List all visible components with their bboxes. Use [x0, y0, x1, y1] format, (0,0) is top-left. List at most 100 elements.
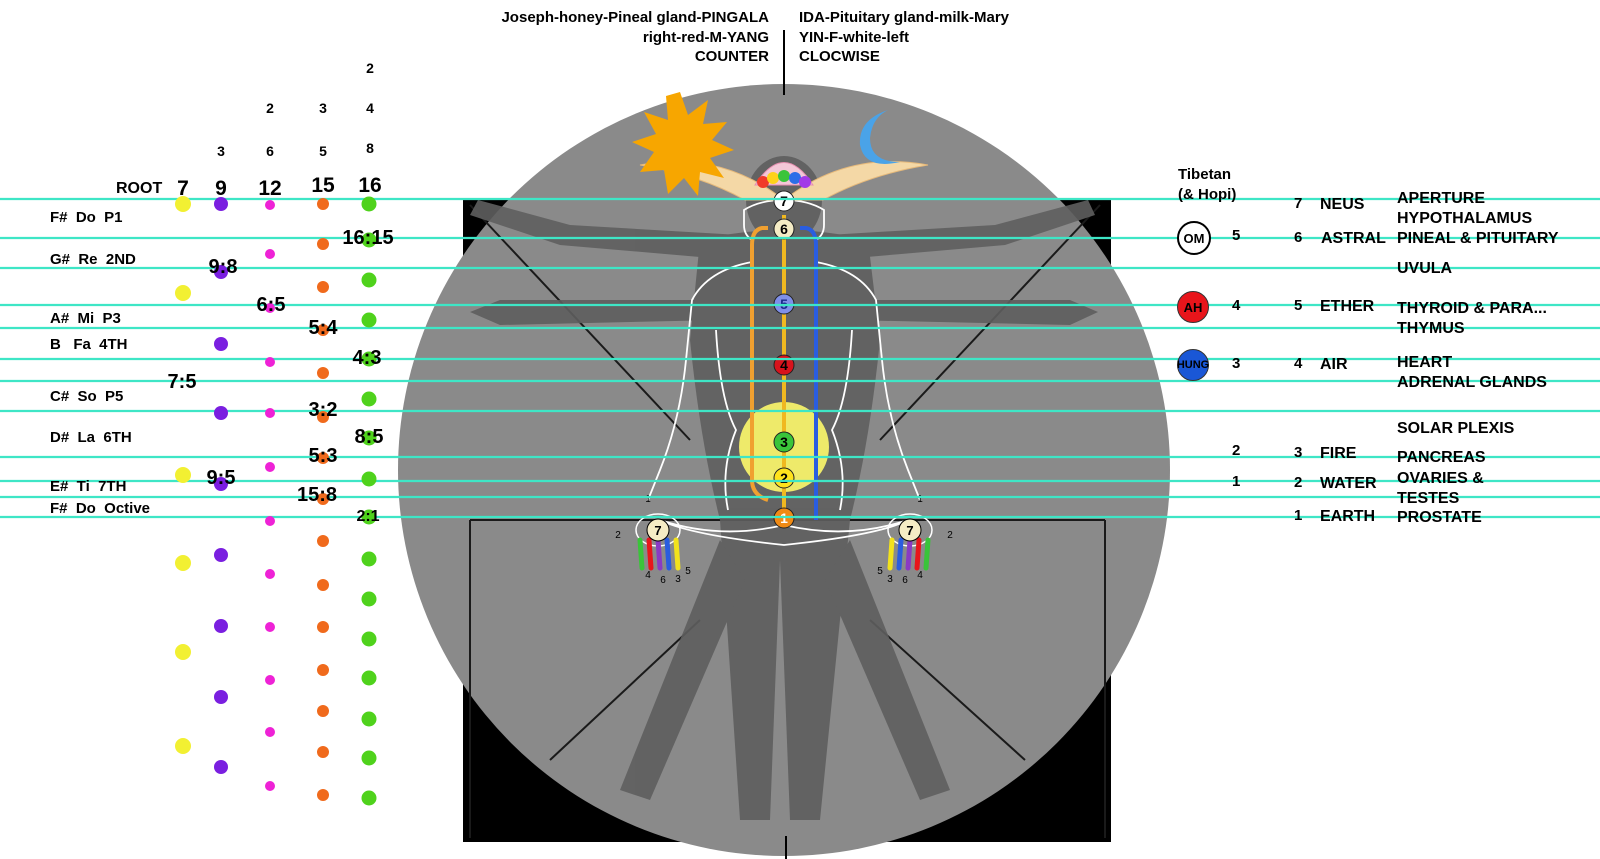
organ-label: HEART — [1397, 354, 1453, 371]
ratio-label: 5:4 — [308, 317, 338, 339]
harmonic-col-value: 12 — [258, 177, 282, 200]
ratio-label: 15:8 — [296, 484, 338, 506]
chakra-element: ETHER — [1320, 298, 1375, 315]
ratio-label: 7:5 — [167, 371, 197, 393]
harmonic-col-value: 15 — [311, 174, 335, 197]
harmonic-dot — [265, 516, 275, 526]
hand-chakra-label: 7 — [654, 523, 661, 538]
organ-label: THYROID & PARA... — [1397, 300, 1547, 317]
harmonic-dot — [265, 249, 275, 259]
level-lines — [0, 197, 1600, 519]
harmonic-dot — [317, 411, 329, 423]
ratio-label: 2:1 — [356, 508, 380, 525]
organ-label: APERTURE — [1397, 190, 1486, 207]
chakra-number: 7 — [1294, 195, 1303, 212]
chakra-number: 5 — [1294, 297, 1303, 314]
harmonic-dot — [317, 746, 329, 758]
finger-number: 6 — [902, 575, 908, 586]
harmonic-dot — [214, 406, 228, 420]
organ-label: SOLAR PLEXIS — [1397, 420, 1515, 437]
harmonic-dot — [317, 789, 329, 801]
spine-chakra-label: 4 — [780, 357, 788, 373]
harmonic-col-mid: 3 — [319, 100, 327, 116]
tibetan-extra-number: 2 — [1232, 442, 1241, 459]
harmonic-dot — [265, 357, 275, 367]
harmonic-dot — [361, 591, 377, 607]
organ-label: PANCREAS — [1397, 449, 1486, 466]
harmonic-dot — [214, 619, 228, 633]
finger-number: 1 — [645, 494, 651, 505]
finger-number: 3 — [675, 574, 681, 585]
finger-number: 5 — [877, 566, 883, 577]
harmonic-dot — [317, 281, 329, 293]
harmonic-dot — [214, 265, 228, 279]
tibetan-header-line-2: (& Hopi) — [1178, 185, 1237, 203]
tibetan-header-line-1: Tibetan — [1178, 166, 1232, 183]
harmonic-dot — [175, 738, 191, 754]
chakra-element: EARTH — [1320, 508, 1376, 525]
harmonic-dot — [361, 351, 377, 367]
organ-label: UVULA — [1397, 260, 1453, 277]
spine-chakra-circle — [773, 190, 795, 212]
mantra-label: AH — [1183, 299, 1203, 315]
harmonic-dot — [361, 711, 377, 727]
spine-chakra-circle — [773, 431, 795, 453]
pingala-header: Joseph-honey-Pineal gland-PINGALA right-… — [501, 8, 769, 67]
note-label: D# La 6TH — [50, 429, 132, 446]
finger-number: 2 — [947, 530, 953, 541]
harmonic-dot — [317, 324, 329, 336]
chakra-number: 4 — [1294, 355, 1303, 372]
organ-label: OVARIES & — [1397, 470, 1484, 487]
organ-label: PROSTATE — [1397, 509, 1482, 526]
hand-chakra-label: 7 — [906, 523, 913, 538]
mantra-number: 3 — [1232, 355, 1241, 372]
harmonic-dot — [214, 197, 228, 211]
ratio-label: 4:3 — [352, 347, 382, 369]
finger-number: 1 — [917, 494, 923, 505]
mantra-circle-om: OM — [1177, 221, 1211, 255]
finger-number: 2 — [615, 530, 621, 541]
organ-label: HYPOTHALAMUS — [1397, 210, 1533, 227]
chakra-element: FIRE — [1320, 445, 1357, 462]
harmonic-col-value: 9 — [215, 177, 227, 200]
sun-icon — [632, 92, 734, 196]
harmonic-col-value: 16 — [358, 174, 382, 197]
pingala-line-2: right-red-M-YANG — [642, 28, 769, 46]
harmonic-dot — [175, 285, 191, 301]
pingala-line-3: COUNTER — [694, 48, 769, 65]
ida-header: IDA-Pituitary gland-milk-Mary YIN-F-whit… — [799, 8, 1009, 67]
mantra-label: HUNG — [1176, 359, 1210, 371]
harmonic-dot — [361, 232, 377, 248]
harmonic-dot — [265, 781, 275, 791]
harmonic-dot — [317, 621, 329, 633]
harmonic-dot — [317, 493, 329, 505]
harmonic-dot — [175, 644, 191, 660]
ida-line-2: YIN-F-white-left — [799, 28, 909, 46]
harmonic-dot — [317, 579, 329, 591]
harmonic-dot — [214, 760, 228, 774]
mantra-number: 5 — [1232, 227, 1241, 244]
harmonic-col-low: 3 — [217, 143, 225, 159]
harmonic-dot — [361, 312, 377, 328]
moon-icon — [859, 110, 900, 164]
harmonic-dot — [175, 555, 191, 571]
harmonic-col-value: 7 — [177, 177, 189, 200]
spine-chakra-label: 6 — [780, 221, 788, 237]
harmonic-dot — [361, 790, 377, 806]
mantra-circle-ah: AH — [1177, 291, 1209, 323]
pingala-line-1: Joseph-honey-Pineal gland-PINGALA — [501, 9, 769, 26]
harmonic-dot — [265, 462, 275, 472]
ratio-label: 16:15 — [342, 227, 394, 249]
harmonic-dot — [361, 509, 377, 525]
finger-number: 6 — [660, 575, 666, 586]
finger-number: 5 — [685, 566, 691, 577]
finger-number: 4 — [917, 570, 923, 581]
harmonic-col-low: 6 — [266, 143, 274, 159]
harmonic-dot — [175, 196, 191, 212]
ratio-label: 3:2 — [308, 399, 338, 421]
harmonic-col-low: 8 — [366, 140, 374, 156]
mantra-label: OM — [1183, 230, 1205, 246]
harmonic-col-mid: 2 — [266, 100, 274, 116]
